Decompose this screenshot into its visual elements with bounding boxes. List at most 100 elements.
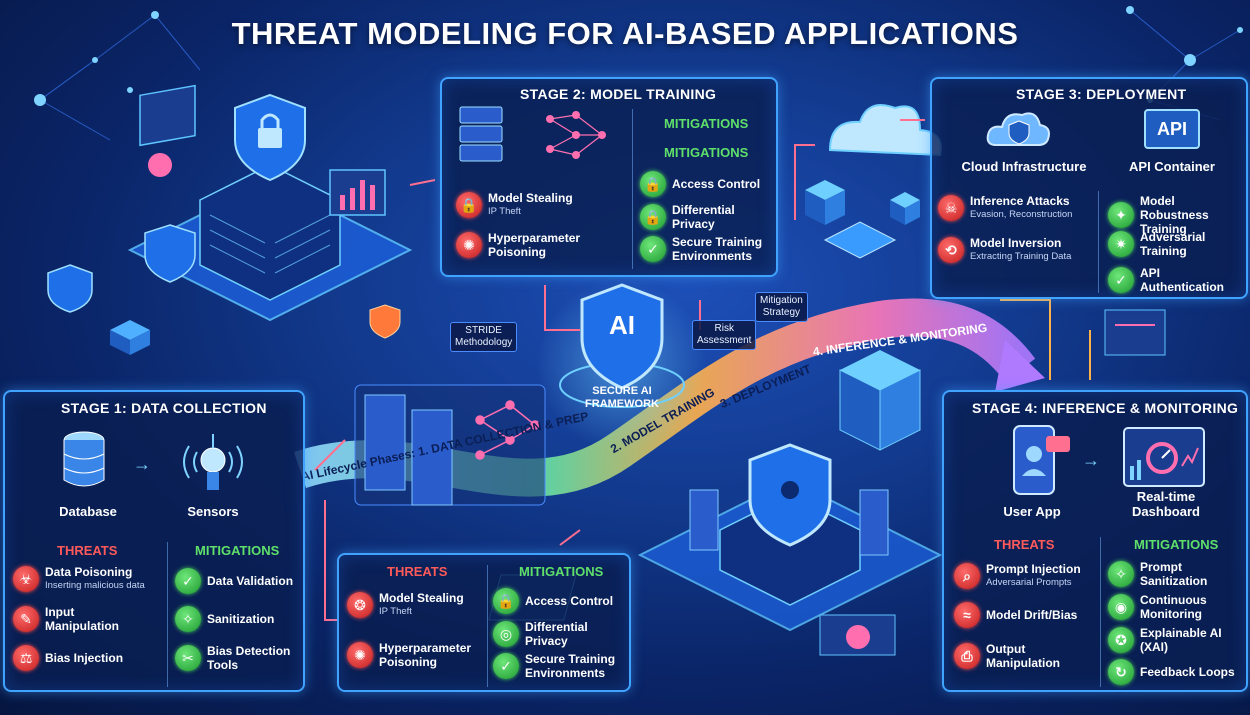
stage-2-title: STAGE 2: MODEL TRAINING [520, 86, 717, 102]
stage-1-mitigation-item-label: Bias Detection [207, 644, 291, 658]
output-icon: ⎙ [954, 643, 980, 669]
stage-2-threat-item-label: Hyperparameter [488, 231, 581, 245]
stage-2b-mitigation-item-label: Access Control [525, 594, 614, 608]
stage-4-threat-item-subtitle: Adversarial Prompts [986, 577, 1072, 588]
stage-1-threat-item-label: Input [45, 605, 75, 619]
stage-1-threat-item-label-2: Manipulation [45, 619, 119, 633]
stage-1-mitigation-item-text: Data Validation [207, 574, 293, 588]
stage-2-mitigation-item-label: Differential [672, 203, 735, 217]
stage-2b-mitigation-item-label: Secure Training [525, 652, 616, 666]
stage-3-threat-item-subtitle: Extracting Training Data [970, 251, 1072, 262]
stage-3-panel: STAGE 3: DEPLOYMENT Cloud Infrastructure… [930, 77, 1248, 299]
lock-icon: 🔒 [456, 192, 482, 218]
xai-icon: ✪ [1108, 627, 1134, 653]
stage-1-mitigations-heading: MITIGATIONS [195, 543, 280, 558]
sanitize-icon: ✧ [175, 606, 201, 632]
stage-2-mitigation-item-label-2: Privacy [672, 217, 715, 231]
stage-2b-mitigation-item-label: Differential Privacy [525, 620, 588, 648]
stage-2-threat-item-label-2: Poisoning [488, 245, 546, 259]
stage-2b-mitigation-item: 🔒Access Control [493, 588, 613, 614]
stage-1-title: STAGE 1: DATA COLLECTION [61, 400, 267, 416]
api-container-label: API Container [1129, 159, 1215, 174]
sanitize-icon: ✧ [1108, 561, 1134, 587]
dashboard-label-line-1: Real-time [1136, 489, 1196, 504]
stage-2-mitigation-item-label-2: Environments [672, 249, 753, 263]
center-ai-badge: AI [609, 310, 635, 340]
stage-4-title: STAGE 4: INFERENCE & MONITORING [972, 400, 1239, 416]
stage-3-divider [1098, 191, 1099, 293]
stage-2-mitigations-heading-b: MITIGATIONS [664, 145, 749, 160]
stage-1-threat-item-text: Bias Injection [45, 651, 123, 665]
stage-2b-mitigation-item-text: Differential Privacy [525, 620, 629, 648]
stage-4-mitigation-item-label: Explainable AI (XAI) [1140, 626, 1222, 654]
stage-2-panel: STAGE 2: MODEL TRAINING MITIGATIONS MITI… [440, 77, 778, 277]
stage-1-threats-heading: THREATS [57, 543, 118, 558]
stage-2-mitigation-item: 🔒Access Control [640, 171, 760, 197]
stage-1-mitigation-item-label-2: Tools [207, 658, 239, 672]
stage-2b-threat-item-label: Model Stealing [379, 591, 464, 605]
arrow-icon: → [133, 454, 151, 474]
drift-icon: ≈ [954, 602, 980, 628]
stage-2b-threat-item-subtitle: IP Theft [379, 606, 412, 617]
stage-4-threats-heading: THREATS [994, 537, 1055, 552]
stage-4-mitigation-item-label: Feedback Loops [1140, 665, 1235, 679]
dashboard-label: Real-time Dashboard [1116, 489, 1216, 519]
risk-line-2: Assessment [697, 335, 752, 346]
server-rack-icon [459, 106, 503, 162]
stage-2b-mitigations-heading: MITIGATIONS [519, 564, 604, 579]
cloud-infrastructure-label: Cloud Infrastructure [961, 159, 1087, 174]
center-line-1: SECURE AI [592, 385, 652, 397]
user-app-icon [1013, 425, 1070, 495]
risk-line-1: Risk [714, 323, 734, 334]
database-label: Database [59, 504, 117, 519]
stage-2-mitigation-item-text: Access Control [672, 177, 760, 191]
stage-3-mitigation-item-label-2: Training [1140, 222, 1187, 236]
mitigation-strategy-label: Mitigation Strategy [755, 292, 808, 322]
cloud-shield-icon [986, 112, 1050, 146]
virus-icon: ✺ [456, 232, 482, 258]
poison-icon: ☣ [13, 566, 39, 592]
inversion-icon: ⟲ [938, 237, 964, 263]
stage-4-threat-item-label: Prompt Injection [986, 562, 1081, 576]
neural-network-icon [546, 111, 606, 159]
stage-4-mitigation-item-label-2: Monitoring [1140, 607, 1202, 621]
brain-icon: ❂ [347, 592, 373, 618]
stage-2b-threat-item-label: Hyperparameter [379, 641, 472, 655]
stage-3-threat-item-label: Inference Attacks [970, 194, 1070, 208]
stride-line-1: STRIDE [465, 325, 502, 336]
stage-2b-mitigation-item-label-2: Environments [525, 666, 606, 680]
center-line-2: FRAMEWORK [585, 398, 659, 410]
stage-3-threat-item-subtitle: Evasion, Reconstruction [970, 209, 1073, 220]
tools-icon: ✂ [175, 645, 201, 671]
bias-icon: ⚖ [13, 645, 39, 671]
shield-icon: ✓ [640, 236, 666, 262]
stage-3-title: STAGE 3: DEPLOYMENT [1016, 86, 1187, 102]
stage-2b-mitigation-item: ◎Differential Privacy [493, 620, 629, 648]
stage-4-mitigation-item-text: Feedback Loops [1140, 665, 1235, 679]
stage-4-mitigation-item-text: Explainable AI (XAI) [1140, 626, 1246, 654]
stage-1-mitigation-item: ✓Data Validation [175, 568, 293, 594]
sensors-label: Sensors [187, 504, 239, 519]
